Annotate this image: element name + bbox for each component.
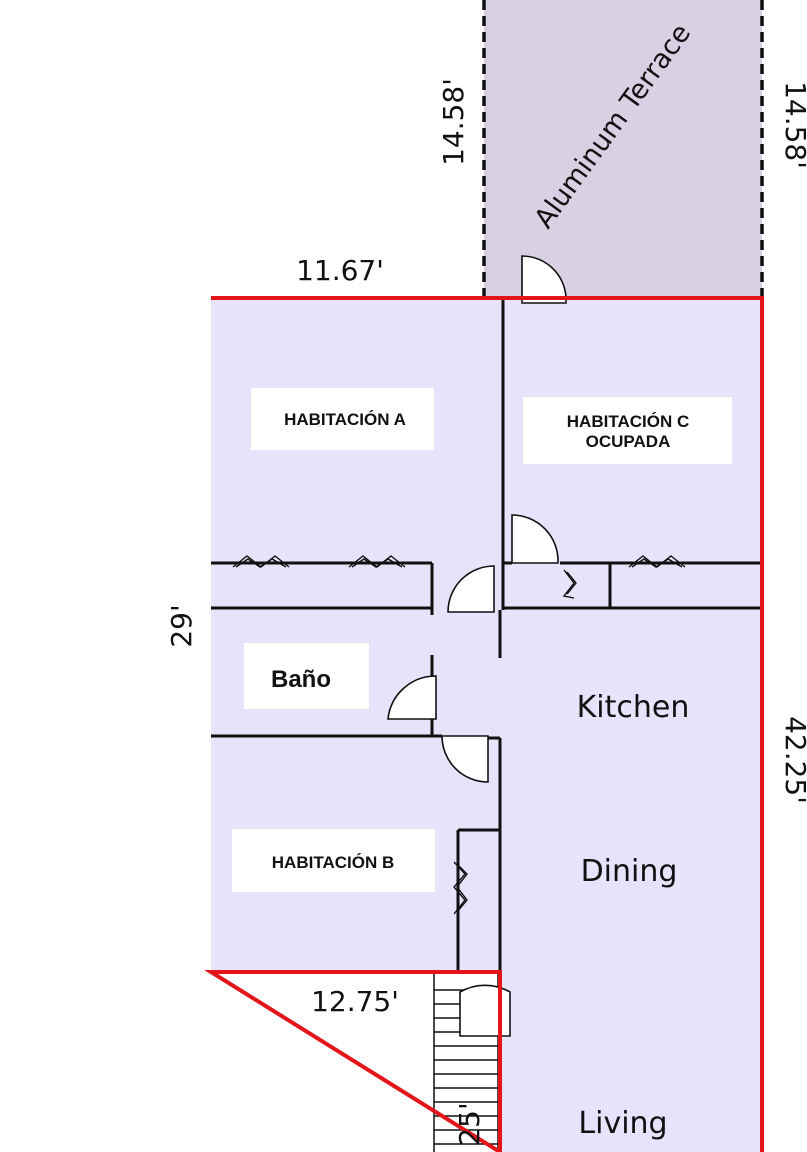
hab-b-label-bg: [232, 829, 435, 892]
terrace-area: [484, 0, 762, 298]
hab-c-label-line1: HABITACIÓN C: [567, 412, 689, 431]
hab-a-label-bg: [251, 388, 434, 450]
hab-b-door: [441, 735, 489, 783]
dim-right-height: 42.25': [779, 716, 807, 804]
doors: [387, 255, 567, 1037]
hab-c-door: [511, 514, 559, 564]
entry-door: [459, 984, 511, 1037]
hab-a-door: [447, 565, 495, 613]
hab-c-label-line2: OCUPADA: [586, 432, 671, 451]
dim-terrace-left: 14.58': [437, 78, 470, 166]
dim-left-height: 29': [165, 604, 198, 647]
interior-walls: [211, 298, 762, 972]
hab-b-label: HABITACIÓN B: [272, 853, 394, 872]
kitchen-label: Kitchen: [577, 690, 690, 725]
bano-label-bg: [244, 643, 369, 709]
living-label: Living: [578, 1106, 667, 1141]
hab-a-label: HABITACIÓN A: [284, 410, 406, 429]
closet-zigzags: [232, 555, 686, 915]
lower-right-floor: [500, 972, 762, 1152]
bano-door: [387, 675, 437, 720]
dim-stair: 25': [453, 1102, 486, 1145]
dim-top-width: 11.67': [296, 254, 384, 287]
hab-c-label-bg: [523, 397, 732, 464]
unit-outline: [204, 296, 764, 1152]
dim-terrace-right: 14.58': [779, 81, 807, 169]
dim-bottom-width: 12.75': [311, 985, 399, 1018]
bano-label: Baño: [271, 666, 331, 693]
dining-label: Dining: [581, 854, 678, 889]
